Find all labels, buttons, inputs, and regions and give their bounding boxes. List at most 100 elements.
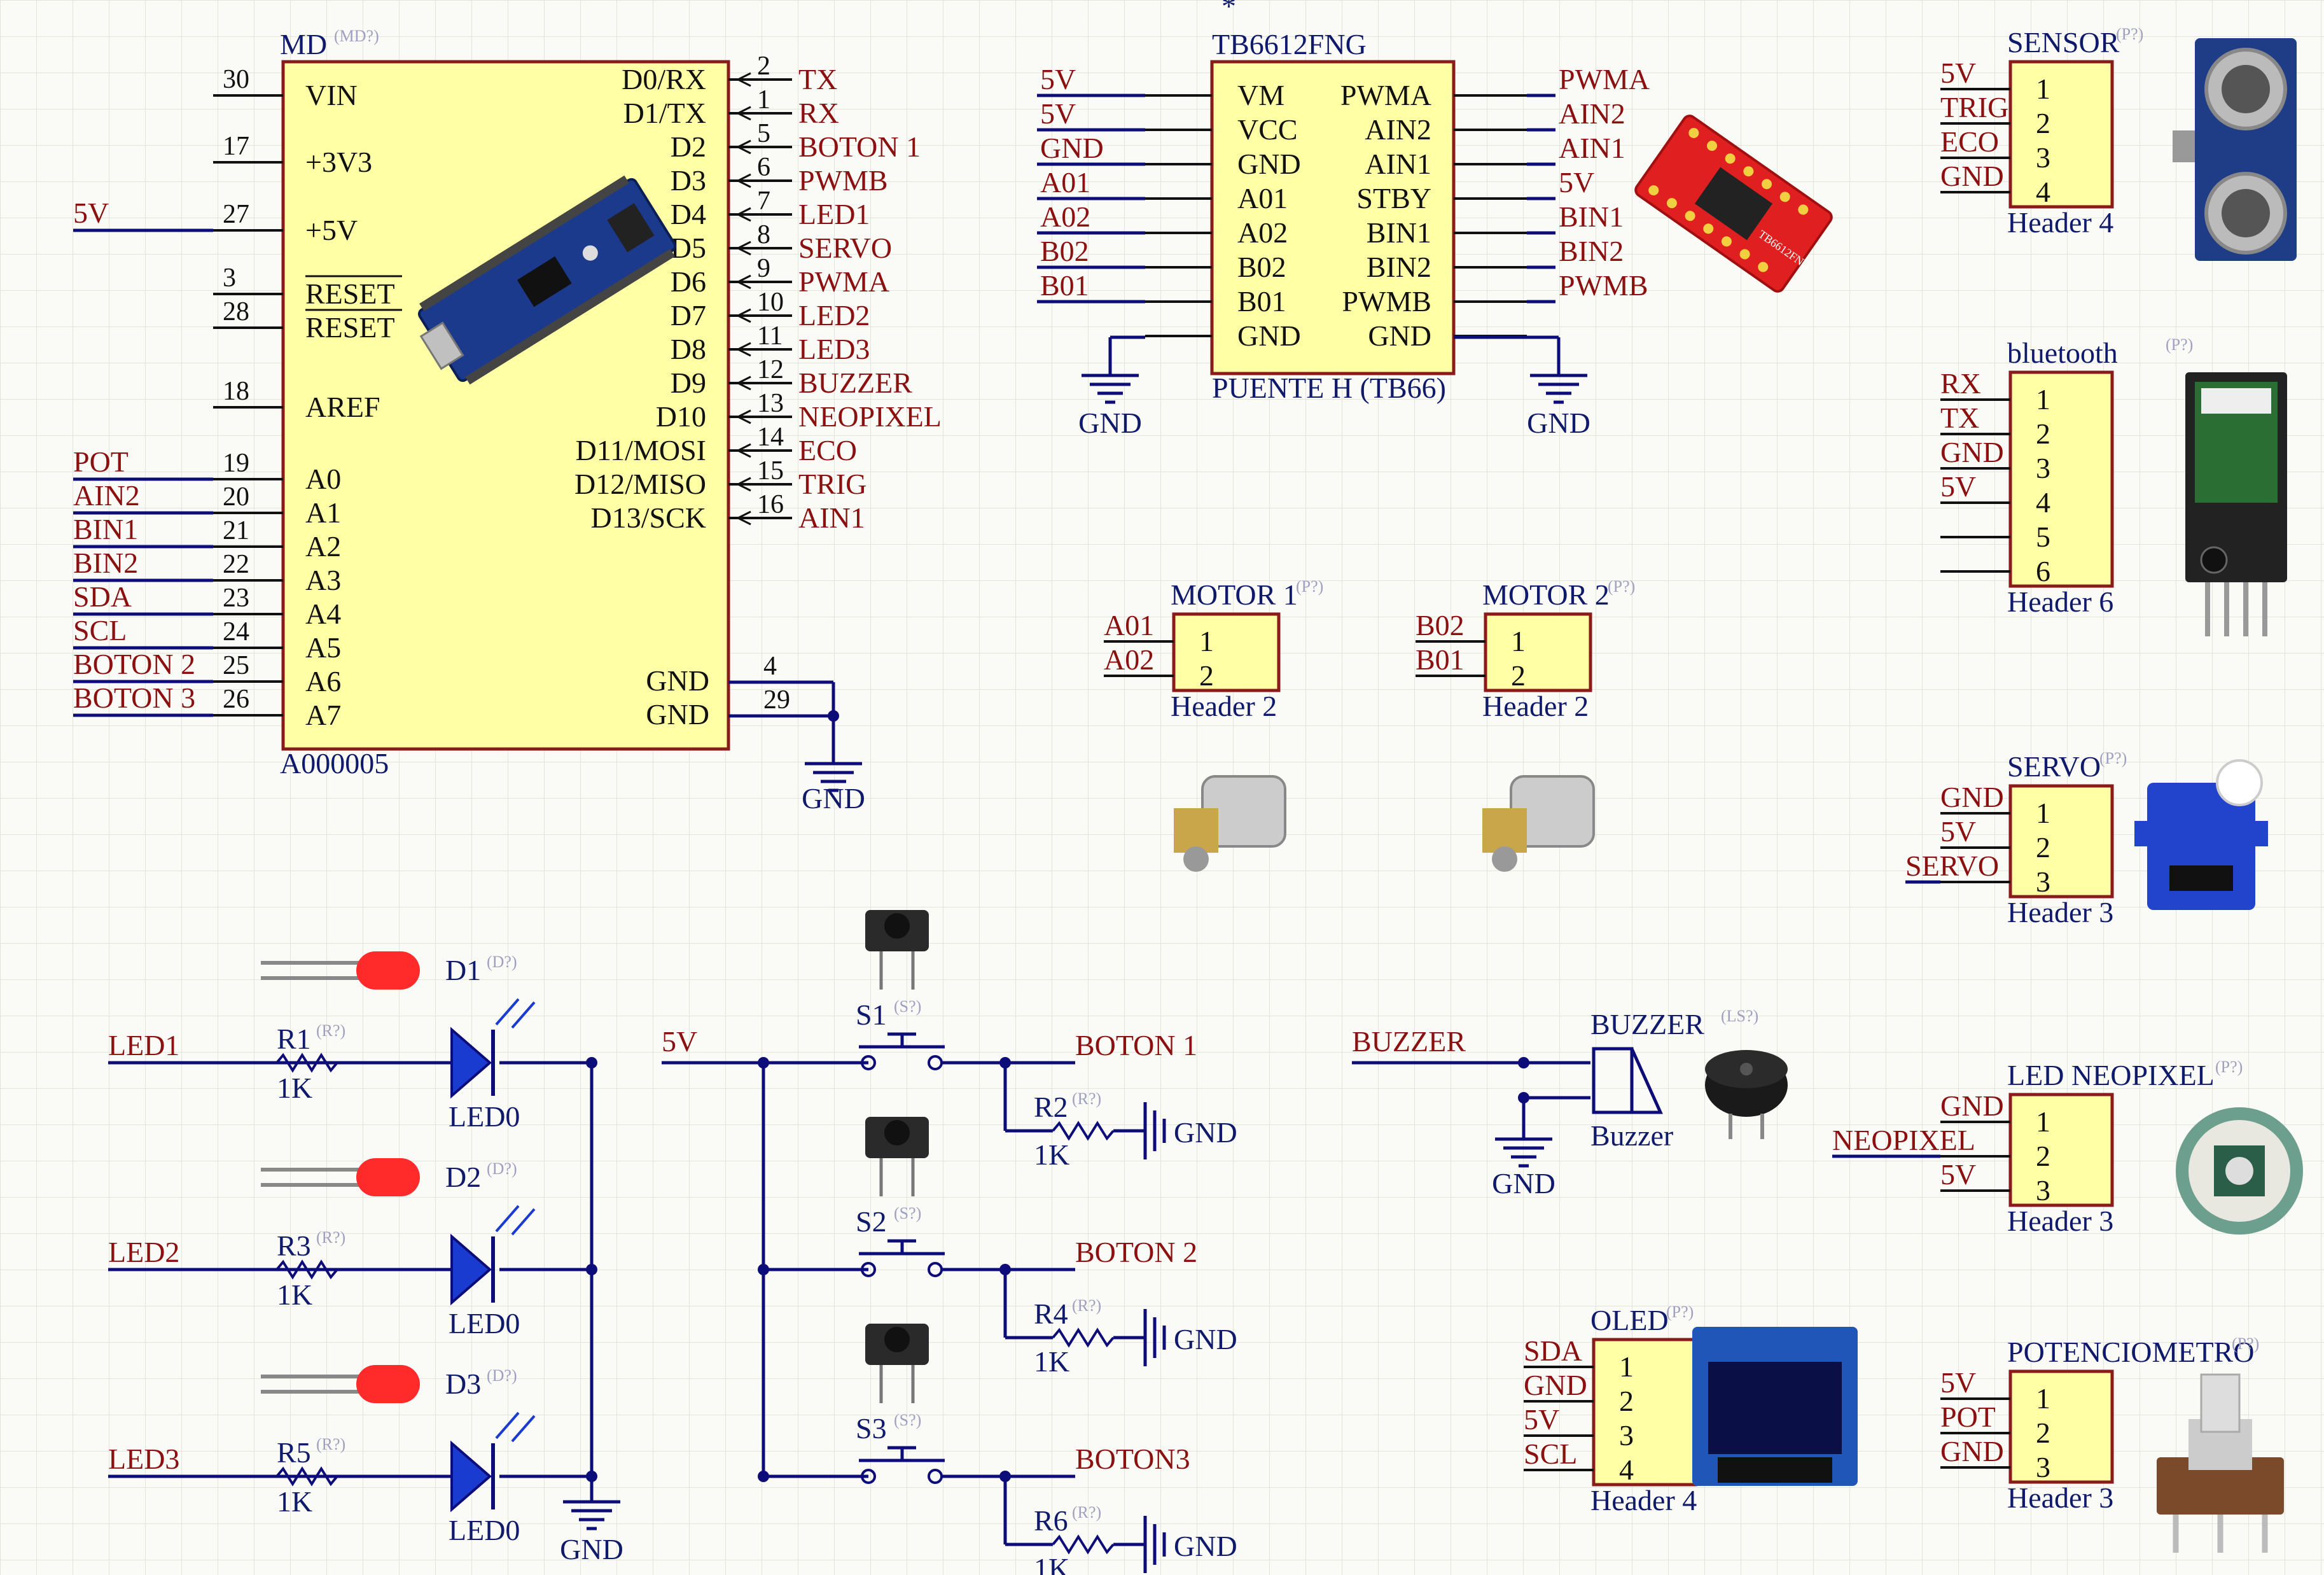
net-label: POT <box>73 445 129 478</box>
header-designator-sub: (P?) <box>1666 1303 1694 1321</box>
pin-number: 22 <box>223 550 249 579</box>
hbridge-pin-name: AIN1 <box>1365 148 1431 180</box>
header-designator: MOTOR 2 <box>1482 578 1610 611</box>
pin-name: D1/TX <box>623 97 706 129</box>
header-body[interactable] <box>2008 1093 2114 1207</box>
pin-name: A4 <box>305 598 341 630</box>
button-gnd-label: GND <box>1174 1116 1237 1149</box>
hbridge-pin-name: PWMB <box>1342 285 1431 318</box>
resistor-value: 1K <box>277 1072 312 1104</box>
header-body[interactable] <box>2008 784 2114 899</box>
pin-name: A2 <box>305 530 341 563</box>
pin-name: +5V <box>305 214 358 246</box>
net-label: A01 <box>1040 166 1090 199</box>
hbridge-star: * <box>1221 0 1236 22</box>
pin-name: D11/MOSI <box>576 434 706 466</box>
net-label: AIN1 <box>798 501 865 534</box>
pin-name: D5 <box>671 232 706 264</box>
header-body[interactable] <box>1172 612 1281 692</box>
net-label: SDA <box>1524 1334 1582 1367</box>
net-label: GND <box>1524 1369 1587 1401</box>
header-pin-number: 1 <box>2036 383 2050 416</box>
pin-number: 9 <box>757 254 770 283</box>
header-part: Header 2 <box>1482 690 1589 722</box>
header-designator: SERVO <box>2007 750 2101 783</box>
arduino-pin--3v3[interactable]: 17+3V3 <box>213 132 372 178</box>
pin-name: A0 <box>305 463 341 495</box>
header-part: Header 6 <box>2007 585 2113 618</box>
net-label: BOTON 2 <box>73 648 195 680</box>
switch-designator: S2 <box>856 1205 887 1238</box>
hbridge-gnd-right-label: GND <box>1527 407 1590 439</box>
net-label: NEOPIXEL <box>798 400 942 433</box>
header-designator: LED NEOPIXEL <box>2007 1059 2215 1091</box>
net-label: BOTON 3 <box>73 682 195 714</box>
net-label: AIN2 <box>73 479 140 512</box>
potentiometer-image <box>2157 1373 2284 1553</box>
tb6612fng-hbridge[interactable]: * TB6612FNG PUENTE H (TB66) VMVCCGNDA01A… <box>1037 0 1842 439</box>
header-pin-number: 6 <box>2036 555 2050 587</box>
header-body[interactable] <box>2008 370 2114 588</box>
tactile-switch-image <box>865 1324 929 1403</box>
pin-number: 7 <box>757 186 770 216</box>
buzzer[interactable]: BUZZER GND BUZZER (LS?) Buzzer <box>1352 1007 1788 1200</box>
header-body[interactable] <box>1592 1338 1697 1487</box>
tactile-switch-image <box>865 910 929 990</box>
header-body[interactable] <box>2008 1369 2114 1484</box>
net-label: LED2 <box>798 299 870 332</box>
pin-name: D0/RX <box>622 63 706 95</box>
led-designator-sub: (D?) <box>487 953 517 971</box>
arduino-body[interactable] <box>281 60 730 751</box>
header-body[interactable] <box>1484 612 1592 692</box>
resistor-sub: (R?) <box>316 1435 345 1453</box>
hbridge-body[interactable] <box>1210 60 1456 375</box>
net-label: PWMB <box>1559 269 1648 302</box>
net-label: 5V <box>1040 97 1076 130</box>
header-body[interactable] <box>2008 60 2114 209</box>
hbridge-board-image: TB6612FNG <box>1634 115 1833 293</box>
